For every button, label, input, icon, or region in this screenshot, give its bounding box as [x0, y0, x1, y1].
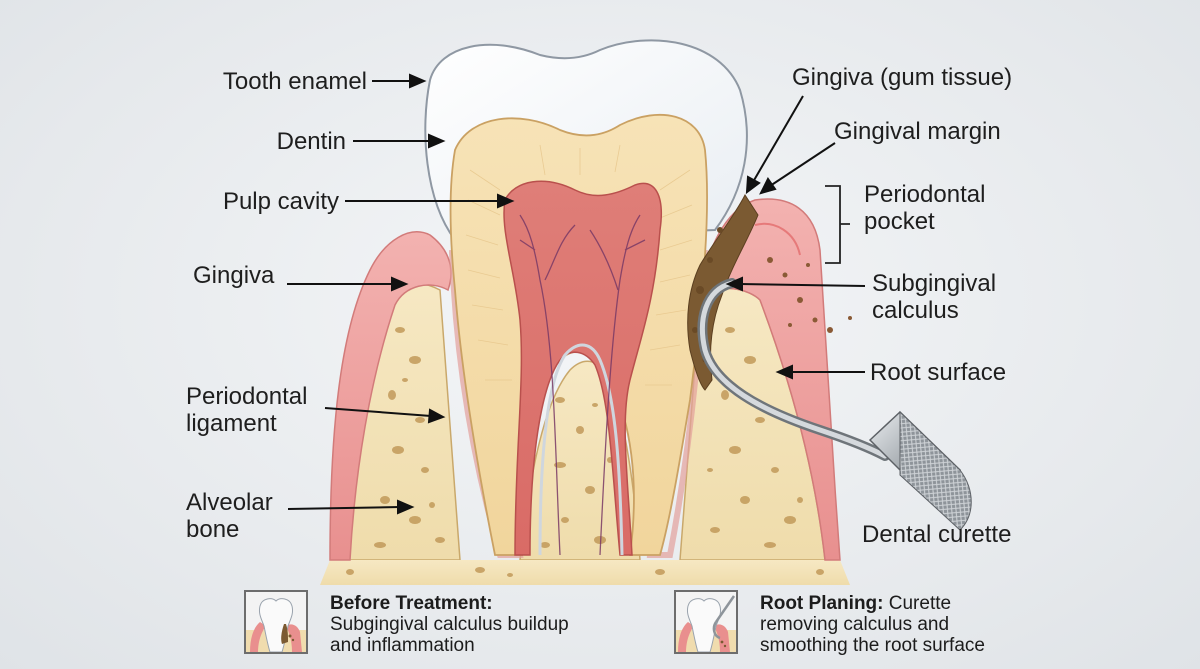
root-planing-title: Root Planing:: [760, 593, 884, 614]
root-planing-title-rest: Curette: [883, 593, 952, 614]
label-tooth-enamel: Tooth enamel: [222, 68, 367, 95]
label-gingiva-gum-tissue: Gingiva (gum tissue): [792, 64, 1013, 91]
before-treatment-line2: and inflammation: [330, 635, 475, 656]
before-treatment-title: Before Treatment:: [330, 593, 493, 614]
label-alveolar-bone-line2: bone: [186, 516, 240, 543]
label-leader-lines: [287, 73, 866, 515]
label-periodontal-pocket-line1: Periodontal: [864, 181, 986, 208]
label-subgingival-calculus-line1: Subgingival: [872, 270, 997, 297]
root-planing-line1: removing calculus and: [760, 614, 950, 635]
before-treatment-thumbnail: [244, 590, 308, 654]
label-dentin: Dentin: [276, 128, 346, 155]
root-planing-line2: smoothing the root surface: [760, 635, 985, 656]
tooth: [424, 39, 748, 558]
root-planing-thumbnail: [674, 590, 738, 654]
root-planing-caption: Root Planing: Curette removing calculus …: [760, 593, 985, 656]
before-treatment-caption: Before Treatment: Subgingival calculus b…: [330, 593, 569, 656]
label-gingiva: Gingiva: [193, 262, 275, 289]
label-periodontal-ligament-line1: Periodontal: [186, 383, 308, 410]
label-gingival-margin: Gingival margin: [834, 118, 1001, 145]
label-alveolar-bone-line1: Alveolar: [186, 489, 273, 516]
label-root-surface: Root surface: [870, 359, 1007, 386]
dental-curette: [697, 278, 972, 531]
label-pulp-cavity: Pulp cavity: [222, 188, 339, 215]
label-dental-curette: Dental curette: [862, 521, 1012, 548]
before-treatment-line1: Subgingival calculus buildup: [330, 614, 569, 635]
label-periodontal-ligament-line2: ligament: [186, 410, 277, 437]
periodontal-pocket-bracket: [825, 185, 850, 264]
label-subgingival-calculus-line2: calculus: [872, 297, 959, 324]
label-periodontal-pocket-line2: pocket: [864, 208, 935, 235]
